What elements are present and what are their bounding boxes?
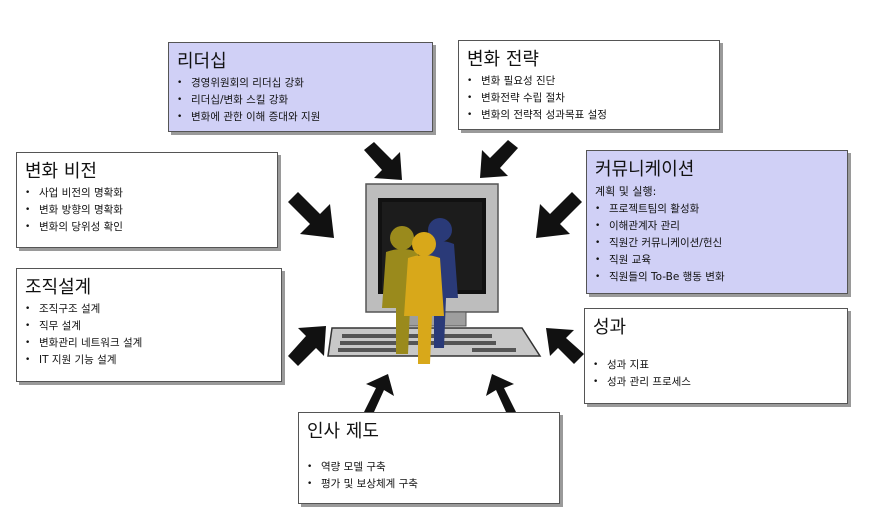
list-item: 변화에 관한 이해 증대와 지원 [177, 109, 424, 126]
communication-box: 커뮤니케이션 계획 및 실행: 프로젝트팀의 활성화 이해관계자 관리 직원간 … [586, 150, 848, 294]
arrow-from-leadership [362, 140, 410, 182]
change-strategy-list: 변화 필요성 진단 변화전략 수립 절차 변화의 전략적 성과목표 설정 [467, 73, 711, 124]
list-item: 직원 교육 [595, 252, 839, 269]
list-item: 변화 방향의 명확화 [25, 202, 269, 219]
list-item: 변화전략 수립 절차 [467, 90, 711, 107]
list-item: 프로젝트팀의 활성화 [595, 201, 839, 218]
arrow-from-hr-left [360, 372, 404, 414]
list-item: 직원간 커뮤니케이션/헌신 [595, 235, 839, 252]
leadership-box: 리더십 경영위원회의 리더십 강화 리더십/변화 스킬 강화 변화에 관한 이해… [168, 42, 433, 132]
org-design-list: 조직구조 설계 직무 설계 변화관리 네트워크 설계 IT 지원 기능 설계 [25, 301, 273, 369]
change-vision-title: 변화 비전 [25, 157, 269, 183]
hr-system-title: 인사 제도 [307, 417, 551, 443]
communication-subtitle: 계획 및 실행: [595, 183, 839, 199]
communication-list: 프로젝트팀의 활성화 이해관계자 관리 직원간 커뮤니케이션/헌신 직원 교육 … [595, 201, 839, 286]
performance-title: 성과 [593, 313, 839, 339]
hr-system-box: 인사 제도 역량 모델 구축 평가 및 보상체계 구축 [298, 412, 560, 504]
list-item: 직원들의 To-Be 행동 변화 [595, 269, 839, 286]
list-item: 변화 필요성 진단 [467, 73, 711, 90]
list-item: IT 지원 기능 설계 [25, 352, 273, 369]
change-strategy-title: 변화 전략 [467, 45, 711, 71]
change-strategy-box: 변화 전략 변화 필요성 진단 변화전략 수립 절차 변화의 전략적 성과목표 … [458, 40, 720, 130]
list-item: 변화의 당위성 확인 [25, 219, 269, 236]
leadership-list: 경영위원회의 리더십 강화 리더십/변화 스킬 강화 변화에 관한 이해 증대와… [177, 75, 424, 126]
list-item: 조직구조 설계 [25, 301, 273, 318]
communication-title: 커뮤니케이션 [595, 155, 839, 181]
org-design-title: 조직설계 [25, 273, 273, 299]
list-item: 사업 비전의 명확화 [25, 185, 269, 202]
change-vision-box: 변화 비전 사업 비전의 명확화 변화 방향의 명확화 변화의 당위성 확인 [16, 152, 278, 248]
org-design-box: 조직설계 조직구조 설계 직무 설계 변화관리 네트워크 설계 IT 지원 기능… [16, 268, 282, 382]
change-vision-list: 사업 비전의 명확화 변화 방향의 명확화 변화의 당위성 확인 [25, 185, 269, 236]
list-item: 역량 모델 구축 [307, 459, 551, 476]
list-item: 성과 지표 [593, 357, 839, 374]
list-item: 변화관리 네트워크 설계 [25, 335, 273, 352]
list-item: 직무 설계 [25, 318, 273, 335]
arrow-from-change-strategy [472, 138, 520, 182]
list-item: 리더십/변화 스킬 강화 [177, 92, 424, 109]
list-item: 성과 관리 프로세스 [593, 374, 839, 391]
list-item: 변화의 전략적 성과목표 설정 [467, 107, 711, 124]
hr-system-list: 역량 모델 구축 평가 및 보상체계 구축 [307, 459, 551, 493]
computer-people-illustration [322, 178, 552, 368]
performance-box: 성과 성과 지표 성과 관리 프로세스 [584, 308, 848, 404]
list-item: 이해관계자 관리 [595, 218, 839, 235]
leadership-title: 리더십 [177, 47, 424, 73]
arrow-from-hr-right [476, 372, 520, 414]
performance-list: 성과 지표 성과 관리 프로세스 [593, 357, 839, 391]
list-item: 평가 및 보상체계 구축 [307, 476, 551, 493]
list-item: 경영위원회의 리더십 강화 [177, 75, 424, 92]
